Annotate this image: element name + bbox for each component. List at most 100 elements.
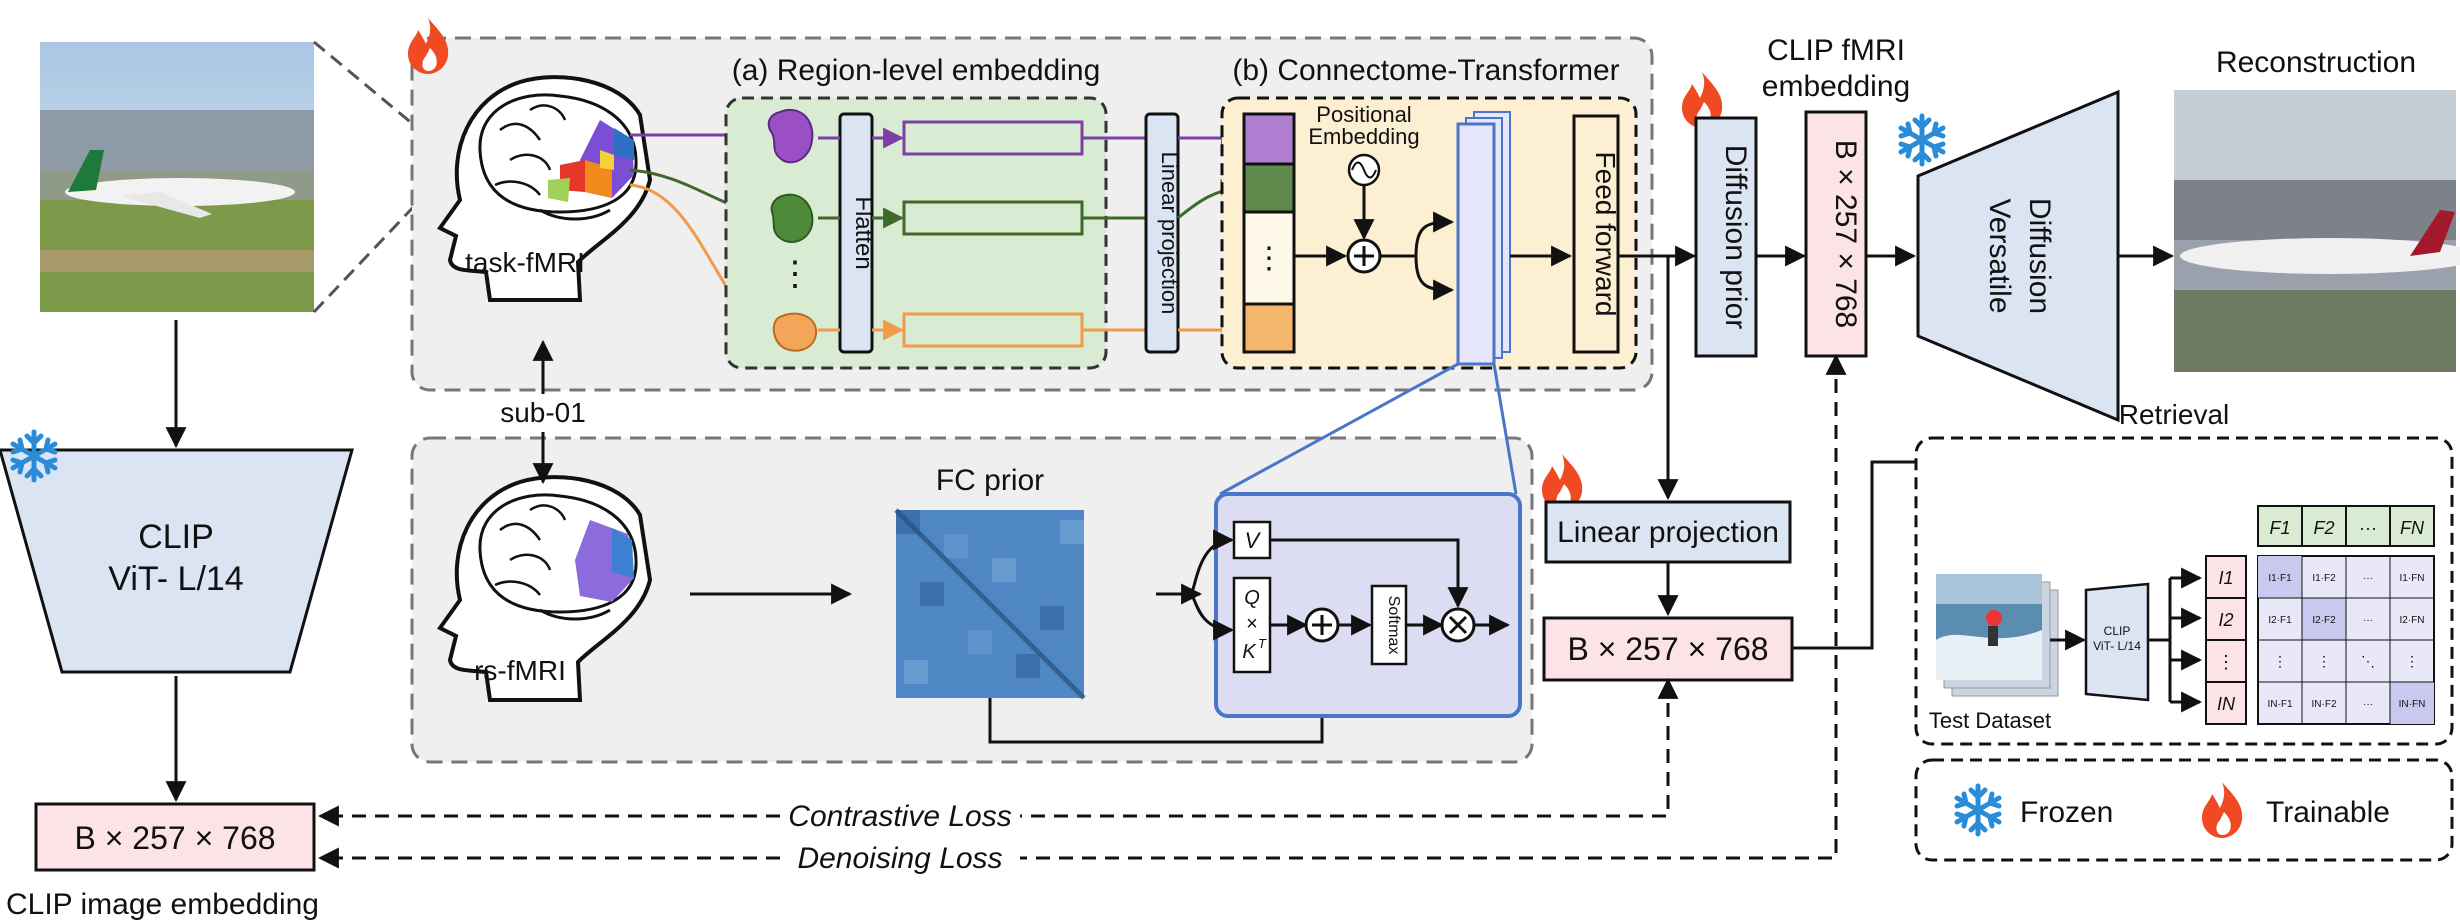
brain-icon <box>478 93 638 221</box>
svg-text:ViT- L/14: ViT- L/14 <box>2093 639 2141 653</box>
svg-text:···: ··· <box>2363 699 2373 710</box>
legend-frozen-label: Frozen <box>2020 796 2113 829</box>
flatten-box <box>838 112 874 354</box>
svg-text:⋮: ⋮ <box>2405 653 2419 669</box>
legend-box <box>1914 758 2454 862</box>
fire-icon <box>408 18 449 74</box>
svg-text:Flatten: Flatten <box>850 196 877 269</box>
test-dataset-label: Test Dataset <box>1929 708 2051 733</box>
region-embedding-title: (a) Region-level embedding <box>732 54 1101 87</box>
svg-text:B × 257 × 768: B × 257 × 768 <box>1567 631 1768 667</box>
f-feature-row: F1 F2 ··· FN <box>2257 505 2435 547</box>
svg-text:I1: I1 <box>2218 568 2233 588</box>
retrieval-label: Retrieval <box>2119 399 2229 430</box>
svg-text:CLIP: CLIP <box>2104 624 2131 638</box>
positional-embedding-label-1: Positional <box>1316 102 1411 127</box>
reconstruction-image <box>2174 90 2460 372</box>
legend-trainable-label: Trainable <box>2266 796 2390 829</box>
svg-text:Diffusion: Diffusion <box>2023 198 2056 314</box>
svg-text:⋮: ⋮ <box>2273 653 2287 669</box>
region-blob-green <box>770 193 814 243</box>
clip-label-2: ViT- L/14 <box>108 560 243 598</box>
fc-prior-label: FC prior <box>936 464 1044 497</box>
svg-text:⋮: ⋮ <box>2317 653 2331 669</box>
svg-text:B × 257 × 768: B × 257 × 768 <box>1829 140 1862 329</box>
attn-qk-box <box>1232 576 1272 674</box>
clip-fmri-label-1: CLIP fMRI <box>1767 34 1905 67</box>
snowflake-icon <box>1901 116 1943 164</box>
svg-text:K: K <box>1242 641 1257 663</box>
clip-image-embedding-label: CLIP image embedding <box>6 888 319 921</box>
attention-layer-stack <box>1456 111 1511 366</box>
svg-text:V: V <box>1245 528 1262 553</box>
connectome-panel <box>1220 96 1638 370</box>
svg-text:I2: I2 <box>2218 610 2233 630</box>
svg-text:FN: FN <box>2400 518 2425 538</box>
svg-text:Q: Q <box>1244 587 1260 609</box>
region-dots: ⋮ <box>778 255 812 293</box>
svg-text:B × 257 × 768: B × 257 × 768 <box>74 820 275 856</box>
feed-forward-box <box>1572 114 1620 354</box>
svg-text:I1·F1: I1·F1 <box>2268 573 2292 584</box>
svg-text:IN·F2: IN·F2 <box>2312 699 2337 710</box>
svg-text:×: × <box>1246 613 1258 635</box>
input-image <box>40 42 314 312</box>
contrastive-loss-label: Contrastive Loss <box>788 800 1011 833</box>
linear-projection-vertical-box <box>1144 112 1180 354</box>
attention-detail-box <box>1214 492 1522 718</box>
add-circle <box>1346 238 1382 274</box>
linear-projection-box <box>1544 500 1792 564</box>
token-stack <box>1242 112 1296 354</box>
svg-text:Linear projection: Linear projection <box>1557 516 1779 549</box>
test-dataset-image <box>1936 574 2059 697</box>
versatile-diffusion: Versatile Diffusion <box>1916 89 2120 423</box>
sine-wave-icon <box>1347 153 1381 187</box>
svg-text:I2·F2: I2·F2 <box>2312 615 2336 626</box>
connectome-title: (b) Connectome-Transformer <box>1232 54 1619 87</box>
svg-text:T: T <box>1258 636 1267 651</box>
clip-fmri-label-2: embedding <box>1762 70 1910 103</box>
svg-text:I1·F2: I1·F2 <box>2312 573 2336 584</box>
svg-text:···: ··· <box>2359 518 2377 538</box>
subject-label: sub-01 <box>500 397 586 428</box>
svg-text:···: ··· <box>2363 615 2373 626</box>
svg-text:I1·FN: I1·FN <box>2400 573 2425 584</box>
attn-v-box <box>1232 520 1272 560</box>
svg-text:IN·F1: IN·F1 <box>2268 699 2293 710</box>
task-fmri-label: task-fMRI <box>465 247 585 278</box>
reconstruction-label: Reconstruction <box>2216 46 2416 79</box>
zoom-line-top <box>313 40 421 132</box>
svg-text:⋮: ⋮ <box>2217 652 2235 672</box>
region-blob-purple <box>767 109 814 164</box>
clip-fmri-embedding-box <box>1804 110 1868 358</box>
svg-text:I2·F1: I2·F1 <box>2268 615 2292 626</box>
positional-embedding-label-2: Embedding <box>1308 124 1419 149</box>
zoom-line-bottom <box>312 198 422 314</box>
clip-encoder-small: CLIP ViT- L/14 <box>2084 582 2150 702</box>
rs-brain-icon <box>478 493 638 621</box>
region-blob-orange <box>772 312 818 352</box>
attn-add-circle <box>1304 607 1340 643</box>
fmri-embedding-box <box>1542 616 1794 682</box>
svg-text:Diffusion prior: Diffusion prior <box>1719 145 1752 330</box>
token-dots: ⋮ <box>1254 242 1284 275</box>
denoising-loss-label: Denoising Loss <box>797 842 1002 875</box>
diffusion-prior-box <box>1694 116 1758 358</box>
svg-text:F1: F1 <box>2269 518 2290 538</box>
i-feature-column: I1 I2 ⋮ IN <box>2205 555 2247 725</box>
clip-label-1: CLIP <box>138 518 214 556</box>
svg-text:Softmax: Softmax <box>1385 596 1402 655</box>
svg-text:IN·FN: IN·FN <box>2399 699 2426 710</box>
rs-fmri-label: rs-fMRI <box>474 655 566 686</box>
svg-text:I2·FN: I2·FN <box>2400 615 2425 626</box>
svg-text:Versatile: Versatile <box>1983 198 2016 313</box>
similarity-matrix: I1·F1 I1·F2 ··· I1·FN I2·F1 I2·F2 ··· I2… <box>2257 555 2435 725</box>
svg-text:Feed forward: Feed forward <box>1590 152 1621 317</box>
clip-image-embedding-box: B × 257 × 768 <box>34 802 316 872</box>
fc-prior-matrix <box>894 508 1086 700</box>
svg-text:F2: F2 <box>2313 518 2334 538</box>
svg-text:···: ··· <box>2363 573 2373 584</box>
attn-multiply-circle <box>1440 607 1476 643</box>
svg-text:⋱: ⋱ <box>2361 653 2375 669</box>
